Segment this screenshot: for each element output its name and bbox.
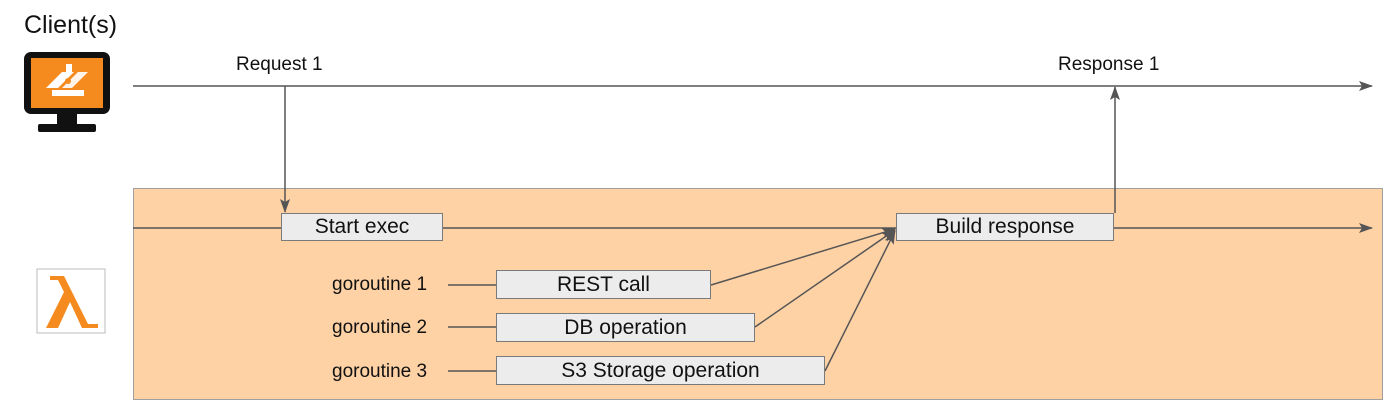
rest-call-box: REST call	[496, 270, 711, 299]
build-response-box: Build response	[896, 213, 1114, 241]
start-exec-box: Start exec	[281, 213, 443, 241]
request-label: Request 1	[236, 54, 323, 75]
clients-title: Client(s)	[24, 11, 118, 39]
db-operation-box: DB operation	[496, 313, 755, 342]
db-to-build-arrow	[754, 229, 896, 328]
goroutine-3-label: goroutine 3	[332, 361, 428, 382]
s3-to-build-arrow	[824, 230, 896, 372]
s3-storage-box: S3 Storage operation	[496, 356, 825, 385]
rest-to-build-arrow	[710, 228, 896, 286]
monitor-icon	[22, 50, 112, 136]
response-label: Response 1	[1058, 54, 1160, 75]
goroutine-1-label: goroutine 1	[332, 274, 428, 295]
goroutine-2-label: goroutine 2	[332, 317, 428, 338]
lambda-icon	[36, 268, 106, 334]
